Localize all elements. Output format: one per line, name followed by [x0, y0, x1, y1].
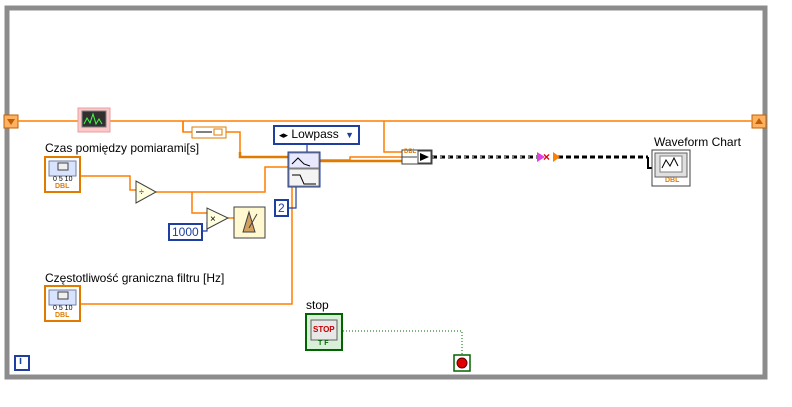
broken-wire-x: ×	[543, 150, 550, 164]
merge-signals-node[interactable]	[401, 149, 433, 165]
broken-wire-arrow-right	[553, 152, 560, 162]
stop-tf-tag: T F	[318, 340, 329, 347]
waveform-chart-label: Waveform Chart	[654, 135, 741, 149]
index-array-node[interactable]	[191, 126, 227, 139]
iteration-terminal[interactable]	[14, 355, 30, 371]
while-loop-border[interactable]	[4, 5, 768, 380]
waveform-dbl-tag: DBL	[665, 177, 680, 184]
czas-knob-ticks: 0 5 10	[53, 176, 73, 183]
shift-register-right[interactable]	[751, 114, 767, 129]
czas-knob-terminal[interactable]	[44, 156, 81, 193]
wait-ms-icon[interactable]	[233, 206, 266, 239]
dropdown-arrow-icon[interactable]: ▼	[345, 130, 355, 140]
dbl-wires[interactable]	[18, 120, 752, 305]
czas-label: Czas pomiędzy pomiarami[s]	[45, 141, 200, 155]
loop-condition-terminal[interactable]	[453, 354, 471, 372]
iteration-i-text: i	[19, 355, 23, 367]
stop-button-terminal[interactable]	[305, 313, 343, 351]
svg-text:÷: ÷	[139, 187, 144, 197]
shift-register-left[interactable]	[3, 114, 19, 129]
filter-vi[interactable]	[287, 151, 321, 188]
czestotliwosc-dbl-tag: DBL	[55, 312, 70, 319]
divide-node[interactable]: ÷	[135, 180, 158, 204]
stop-button-text: STOP	[313, 325, 335, 334]
filter-type-ring[interactable]: ◂▸ Lowpass ▼	[273, 125, 361, 145]
czestotliwosc-label: Częstotliwość graniczna filtru [Hz]	[45, 271, 225, 285]
simulate-signal-vi[interactable]	[77, 107, 111, 133]
broken-wire-arrow-left	[537, 152, 545, 162]
filter-order-constant[interactable]: 2	[274, 199, 289, 217]
waveform-chart-terminal[interactable]	[651, 149, 691, 187]
czestotliwosc-knob-terminal[interactable]	[44, 285, 81, 322]
stop-label: stop	[306, 298, 329, 312]
ms-constant[interactable]: 1000	[168, 223, 203, 241]
bool-wire[interactable]	[343, 330, 463, 355]
filter-type-increment-icon[interactable]: ◂▸	[279, 130, 289, 140]
thick-wire[interactable]	[238, 152, 402, 163]
multiply-node[interactable]: ×	[206, 207, 230, 230]
dynamic-wire[interactable]: ×	[432, 150, 652, 169]
czestotliwosc-knob-ticks: 0 5 10	[53, 305, 73, 312]
filter-type-value: Lowpass	[291, 127, 339, 141]
merge-dbl-tag: DBL	[404, 149, 417, 155]
svg-text:×: ×	[210, 214, 216, 225]
czas-dbl-tag: DBL	[55, 183, 70, 190]
